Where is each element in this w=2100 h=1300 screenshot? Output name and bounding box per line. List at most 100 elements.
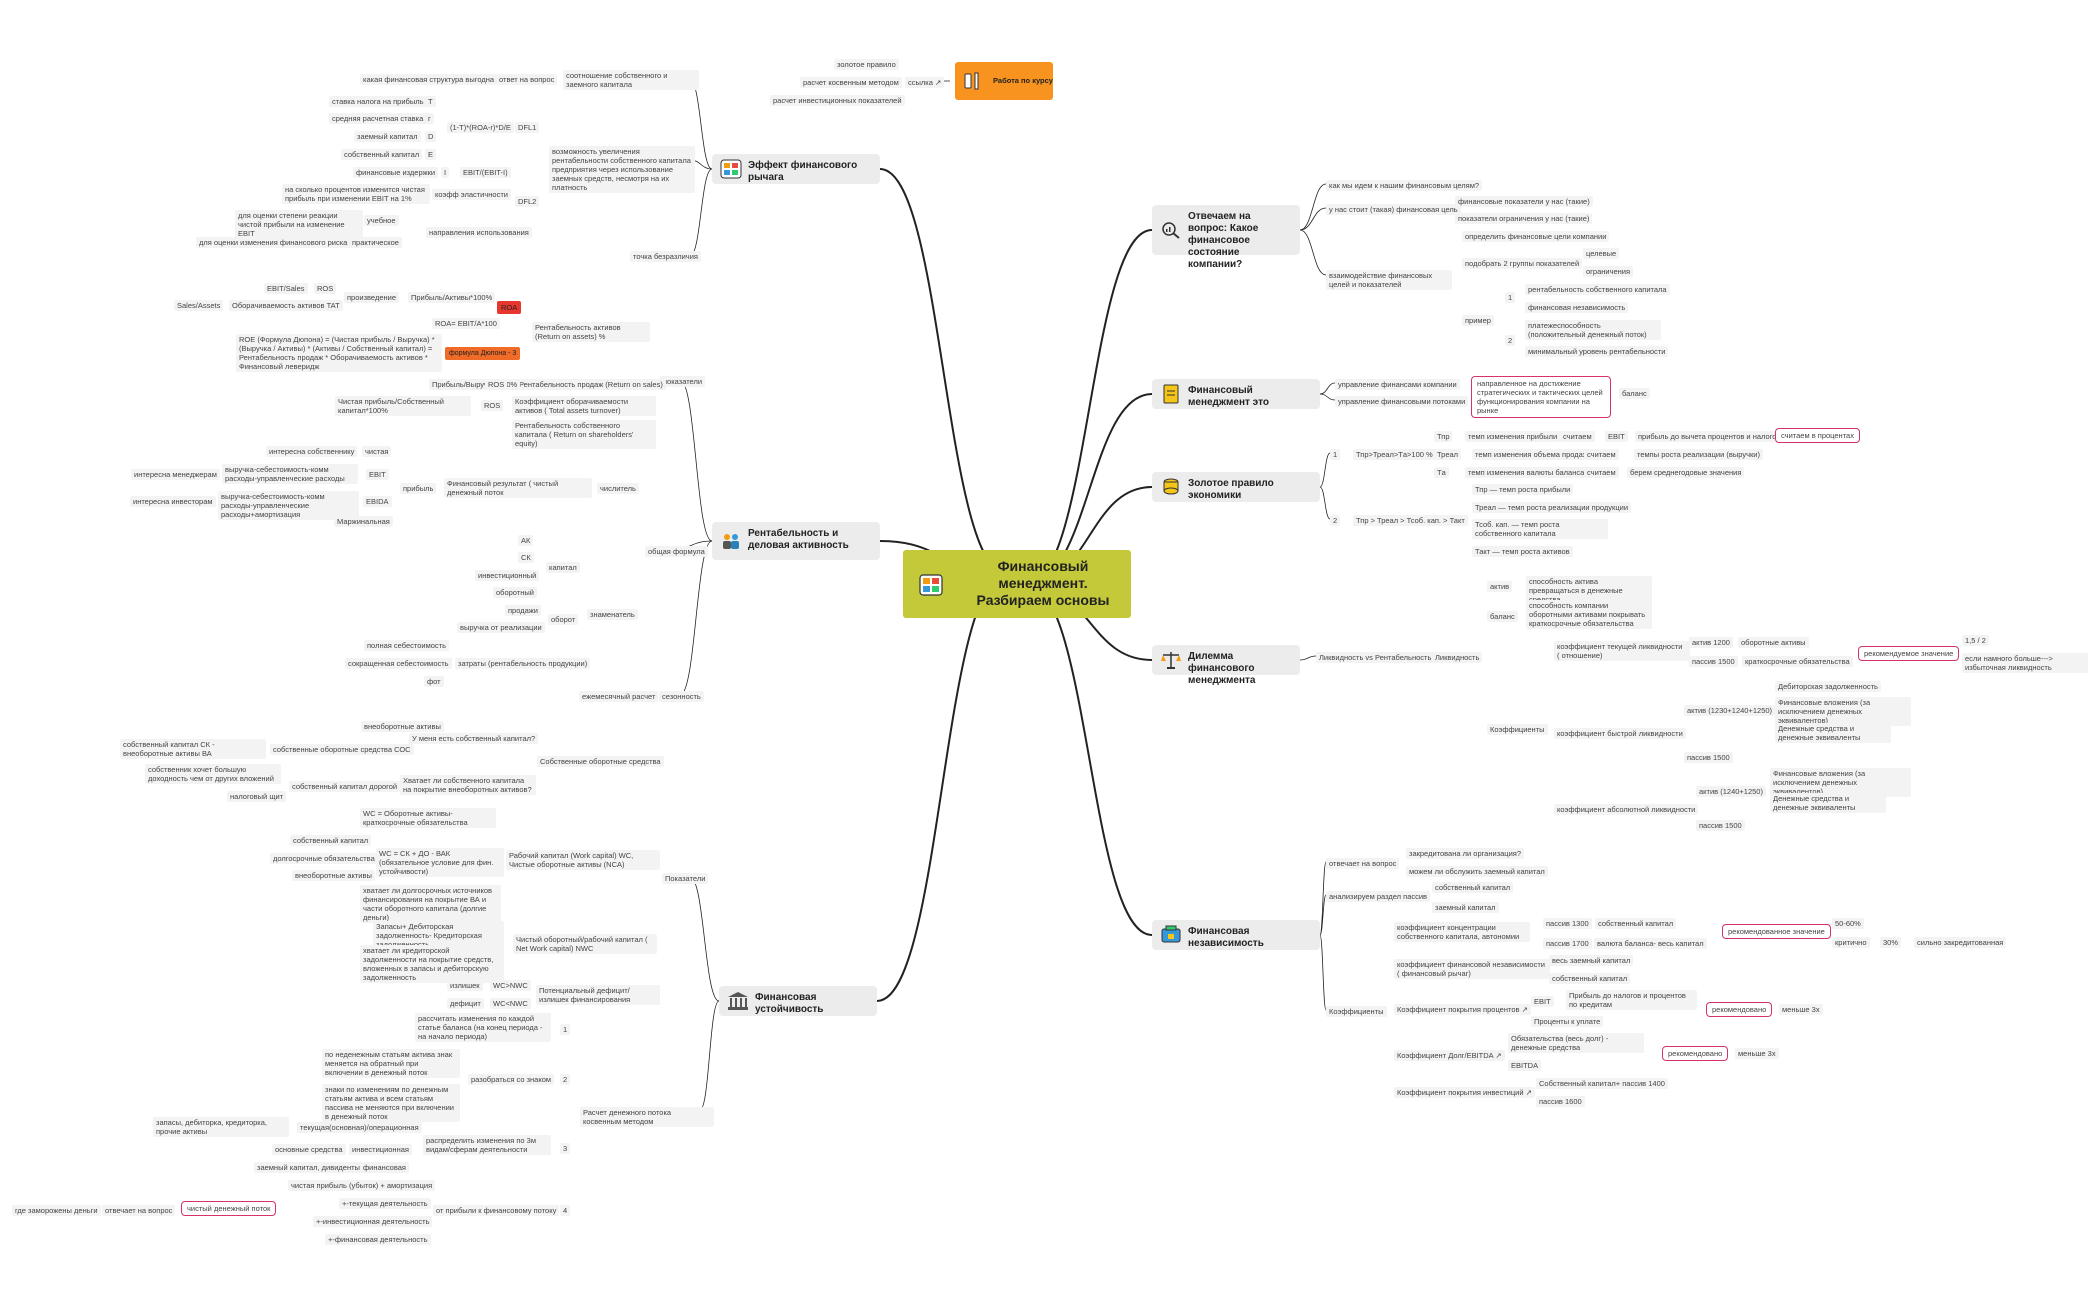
leaf[interactable]: текущая(основная)/операционная xyxy=(297,1122,422,1133)
leaf[interactable]: заемный капитал, дивиденты xyxy=(254,1162,363,1173)
leaf[interactable]: ROA= EBIT/A*100 xyxy=(432,318,500,329)
leaf[interactable]: EBITDA xyxy=(1508,1060,1542,1071)
leaf[interactable]: EBIT xyxy=(1605,431,1628,442)
leaf[interactable]: способность компании оборотными активами… xyxy=(1526,600,1652,629)
leaf[interactable]: внеоборотные активы xyxy=(292,870,375,881)
leaf[interactable]: определить финансовые цели компании xyxy=(1462,231,1610,242)
leaf[interactable]: собственный капитал дорогой xyxy=(289,781,401,792)
leaf[interactable]: финансовая независимость xyxy=(1525,302,1629,313)
leaf[interactable]: Рентабельность продаж (Return on sales) xyxy=(516,379,666,390)
leaf[interactable]: считаем xyxy=(1584,467,1619,478)
leaf[interactable]: отвечает на вопрос xyxy=(102,1205,176,1216)
net-cashflow-box[interactable]: чистый денежный поток xyxy=(181,1201,277,1216)
leaf[interactable]: ограничения xyxy=(1583,266,1634,277)
leaf[interactable]: Дебиторская задолженность xyxy=(1775,681,1881,692)
leaf[interactable]: возможность увеличения рентабельности со… xyxy=(549,146,695,193)
leaf[interactable]: сокращенная себестоимость xyxy=(345,658,452,669)
leaf[interactable]: дефицит xyxy=(447,998,484,1009)
branch-independence[interactable]: Финансовая независимость xyxy=(1152,920,1320,950)
leaf[interactable]: прибыль xyxy=(400,483,437,494)
branch-financial-leverage[interactable]: Эффект финансового рычага xyxy=(712,154,880,184)
leaf[interactable]: ROE (Формула Дюпона) = (Чистая прибыль /… xyxy=(236,334,442,372)
leaf[interactable]: показатели ограничения у нас (такие) xyxy=(1455,213,1593,224)
leaf[interactable]: коэффициент быстрой ликвидности xyxy=(1554,728,1686,739)
leaf[interactable]: E xyxy=(425,149,437,160)
leaf[interactable]: 1,5 / 2 xyxy=(1962,635,1989,646)
leaf[interactable]: EBIT xyxy=(1531,996,1554,1007)
branch-financial-management[interactable]: Финансовый менеджмент это xyxy=(1152,379,1320,409)
leaf[interactable]: учебное xyxy=(364,215,399,226)
leaf[interactable]: выручка от реализации xyxy=(457,622,545,633)
leaf[interactable]: пассив 1700 xyxy=(1543,938,1592,949)
leaf[interactable]: ответ на вопрос xyxy=(496,74,558,85)
leaf[interactable]: 2 xyxy=(1505,335,1516,346)
leaf[interactable]: управление финансами компании xyxy=(1335,379,1460,390)
leaf[interactable]: общая формула xyxy=(645,546,708,557)
leaf[interactable]: оборотные активы xyxy=(1738,637,1809,648)
leaf[interactable]: T xyxy=(425,96,436,107)
leaf[interactable]: Коэффициент Долг/EBITDA ↗ xyxy=(1394,1050,1505,1061)
leaf[interactable]: темпы роста реализации (выручки) xyxy=(1634,449,1763,460)
leaf[interactable]: собственный капитал xyxy=(1549,973,1631,984)
leaf[interactable]: WC = Оборотные активы-краткосрочные обяз… xyxy=(360,808,496,828)
leaf[interactable]: Собственные оборотные средства xyxy=(537,756,664,767)
leaf[interactable]: собственный капитал xyxy=(1432,882,1514,893)
leaf[interactable]: Тпр xyxy=(1434,431,1453,442)
leaf[interactable]: для оценки изменения финансового риска xyxy=(196,237,351,248)
leaf[interactable]: Расчет денежного потока косвенным методо… xyxy=(580,1107,714,1127)
leaf[interactable]: Ликвидность xyxy=(1432,652,1483,663)
leaf[interactable]: Оборачиваемость активов TAT xyxy=(229,300,343,311)
leaf[interactable]: Хватает ли собственного капитала на покр… xyxy=(400,775,536,795)
leaf[interactable]: Прибыль/Выручку*100% xyxy=(429,379,521,390)
leaf[interactable]: пассив 1500 xyxy=(1684,752,1733,763)
leaf[interactable]: рассчитать изменения по каждой статье ба… xyxy=(415,1013,551,1042)
leaf[interactable]: СК xyxy=(518,552,534,563)
leaf[interactable]: Рабочий капитал (Work capital) WC, Чисты… xyxy=(506,850,660,870)
leaf[interactable]: меньше 3х xyxy=(1735,1048,1779,1059)
leaf[interactable]: Показатели xyxy=(662,873,709,884)
leaf[interactable]: Коэффициенты xyxy=(1326,1006,1387,1017)
link-label[interactable]: ссылка ↗ xyxy=(905,77,945,88)
leaf[interactable]: хватает ли кредиторской задолженности на… xyxy=(360,945,504,983)
leaf[interactable]: Чистая прибыль/Собственный капитал*100% xyxy=(335,396,471,416)
leaf[interactable]: как мы идем к нашим финансовым целям? xyxy=(1326,180,1483,191)
leaf[interactable]: Рентабельность собственного капитала ( R… xyxy=(512,420,656,449)
leaf[interactable]: EBIT xyxy=(366,469,389,480)
leaf[interactable]: знаки по изменениям по денежным статьям … xyxy=(322,1084,460,1122)
leaf[interactable]: взаимодействие финансовых целей и показа… xyxy=(1326,270,1452,290)
leaf[interactable]: Коэффициент покрытия процентов ↗ xyxy=(1394,1004,1531,1015)
leaf[interactable]: коэфф эластичности xyxy=(432,189,511,200)
leaf[interactable]: Тпр>Треал>Тa>100 % xyxy=(1353,449,1436,460)
leaf[interactable]: если намного больше---> избыточная ликви… xyxy=(1962,653,2088,673)
leaf[interactable]: Потенциальный дефицит/излишек финансиров… xyxy=(536,985,660,1005)
leaf[interactable]: меньше 3х xyxy=(1779,1004,1823,1015)
leaf[interactable]: Коэффициент покрытия инвестиций ↗ xyxy=(1394,1087,1535,1098)
leaf[interactable]: ROS xyxy=(314,283,337,294)
leaf[interactable]: Прибыль до налогов и процентов по кредит… xyxy=(1566,990,1697,1010)
leaf[interactable]: инвестиционный xyxy=(475,570,540,581)
leaf[interactable]: какая финансовая структура выгодна xyxy=(360,74,498,85)
leaf[interactable]: актив xyxy=(1487,581,1513,592)
step-number[interactable]: 3 xyxy=(560,1143,571,1154)
leaf[interactable]: заемный капитал xyxy=(1432,902,1499,913)
leaf[interactable]: для оценки степени реакции чистой прибыл… xyxy=(235,210,363,239)
leaf[interactable]: У меня есть собственный капитал? xyxy=(409,733,539,744)
leaf[interactable]: темп изменения объема продаж xyxy=(1472,449,1591,460)
leaf[interactable]: собственный капитал xyxy=(1595,918,1677,929)
link-item[interactable]: расчет инвестиционных показателей xyxy=(770,95,905,106)
leaf[interactable]: пассив 1500 xyxy=(1696,820,1745,831)
leaf[interactable]: WC>NWC xyxy=(490,980,531,991)
leaf[interactable]: Финансовый результат ( чистый денежный п… xyxy=(444,478,592,498)
leaf[interactable]: валюта баланса- весь капитал xyxy=(1594,938,1707,949)
branch-financial-stability[interactable]: Финансовая устойчивость xyxy=(719,986,877,1016)
leaf[interactable]: АК xyxy=(518,535,534,546)
leaf[interactable]: минимальный уровень рентабельности xyxy=(1525,346,1669,357)
leaf[interactable]: 50-60% xyxy=(1832,918,1864,929)
leaf[interactable]: Коэффициент оборачиваемости активов ( To… xyxy=(512,396,656,416)
leaf[interactable]: EBIT/(EBIT-I) xyxy=(460,167,511,178)
leaf[interactable]: актив (1240+1250) xyxy=(1696,786,1766,797)
leaf[interactable]: платежеспособность (положительный денежн… xyxy=(1525,320,1661,340)
leaf[interactable]: Треал xyxy=(1434,449,1462,460)
leaf[interactable]: считаем xyxy=(1584,449,1619,460)
leaf[interactable]: сильно закредитованная xyxy=(1914,937,2007,948)
